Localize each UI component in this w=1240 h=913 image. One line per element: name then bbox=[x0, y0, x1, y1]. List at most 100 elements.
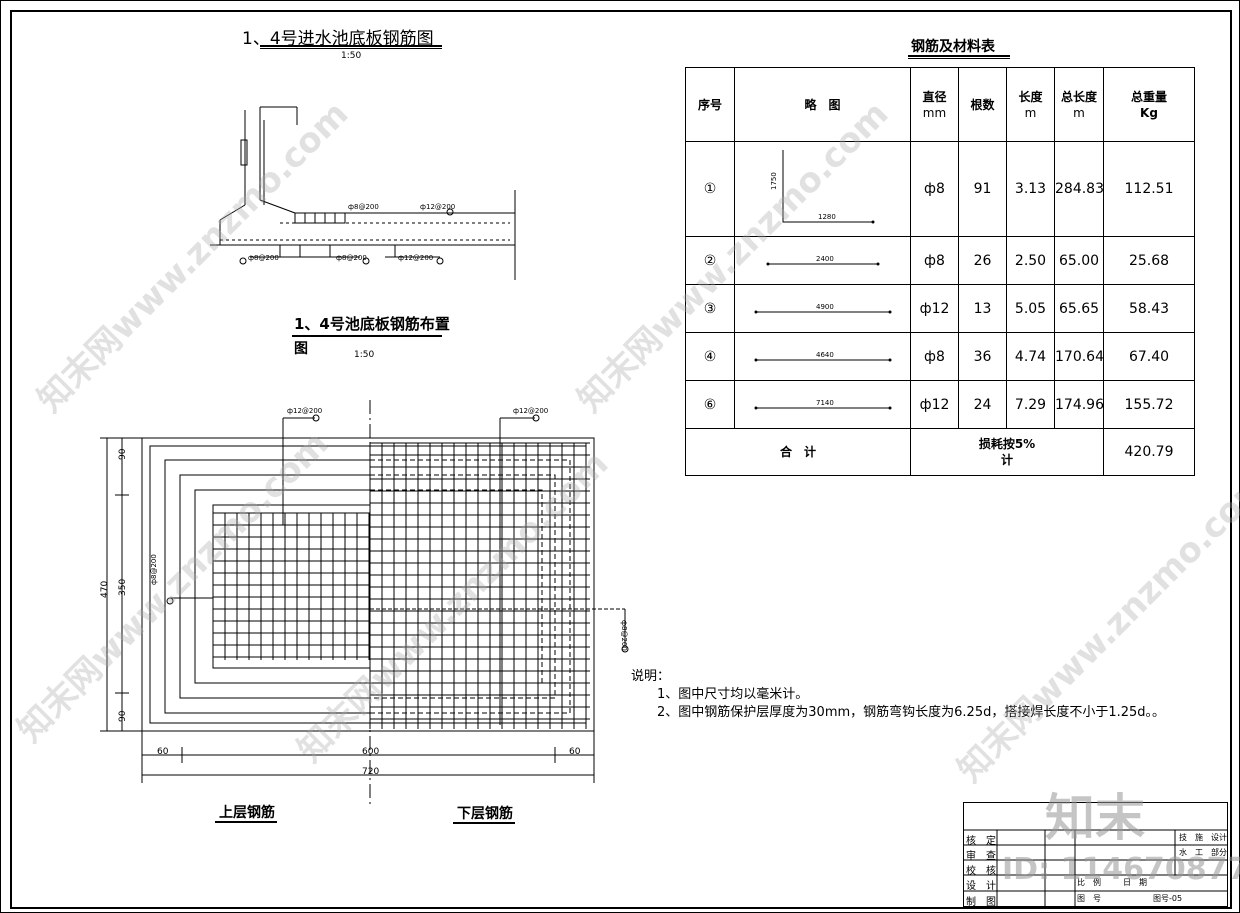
upper-rebar-mesh bbox=[212, 512, 370, 660]
sketch-l-bar: 1750 1280 bbox=[770, 150, 874, 224]
dim-600: 600 bbox=[362, 747, 380, 757]
plan-label-left: ф8@200 bbox=[150, 554, 158, 585]
row-len: 7.29 bbox=[1006, 380, 1055, 429]
header-sketch: 略 图 bbox=[734, 67, 911, 142]
row-dia: ф8 bbox=[910, 332, 959, 381]
row-total-len: 65.00 bbox=[1054, 236, 1104, 285]
upper-rebar-ring-2 bbox=[179, 474, 370, 699]
total-weight: 420.79 bbox=[1103, 428, 1195, 476]
plan-label-right: ф8@200 bbox=[620, 620, 628, 651]
notes-line-2: 2、图中钢筋保护层厚度为30mm，钢筋弯钩长度为6.25d，搭接焊长度不小于1.… bbox=[657, 705, 1166, 720]
dim-left-60: 60 bbox=[157, 747, 169, 757]
header-no: 序号 bbox=[685, 67, 735, 142]
upper-rebar-label: 上层钢筋 bbox=[219, 805, 275, 821]
row-no: ② bbox=[685, 236, 735, 285]
row-count: 13 bbox=[958, 284, 1007, 333]
section-title-underline bbox=[260, 45, 442, 47]
tb-dept: 水 工 部分 bbox=[1179, 848, 1227, 857]
svg-text:1750: 1750 bbox=[770, 172, 778, 190]
row-sketch: 4900 bbox=[734, 284, 911, 333]
plan-title-wrap: 图 bbox=[294, 341, 308, 357]
header-count: 根数 bbox=[958, 67, 1007, 142]
row-weight: 58.43 bbox=[1103, 284, 1195, 333]
section-label-bottom-a: ф8@200 bbox=[248, 254, 279, 262]
section-label-bottom-c: ф12@200 bbox=[398, 254, 434, 262]
section-title-underline-thin bbox=[260, 48, 442, 49]
top-rebar-zone bbox=[294, 212, 346, 224]
loss-note: 损耗按5%计 bbox=[910, 428, 1104, 476]
row-dia: ф8 bbox=[910, 236, 959, 285]
dim-bottom-90: 90 bbox=[118, 710, 128, 722]
sketch-straight-bar: 4900 bbox=[754, 303, 891, 313]
plan-title-underline bbox=[292, 335, 442, 337]
tb-date-label: 日 期 bbox=[1123, 878, 1147, 887]
row-total-len: 170.64 bbox=[1054, 332, 1104, 381]
notes: 说明： 1、图中尺寸均以毫米计。 2、图中钢筋保护层厚度为30mm，钢筋弯钩长度… bbox=[631, 668, 1165, 722]
tb-row-review: 审 查 bbox=[966, 851, 996, 862]
table-row: ① 1750 1280 ф8 91 3.13 284.83 112.51 bbox=[685, 141, 1195, 237]
plan-label-top-right: ф12@200 bbox=[513, 407, 549, 415]
svg-text:4640: 4640 bbox=[816, 351, 834, 359]
tb-stage: 技 施 设计 bbox=[1179, 833, 1227, 842]
lower-rebar-underline bbox=[453, 822, 515, 824]
section-label-top-right: ф12@200 bbox=[420, 203, 456, 211]
section-label-bottom-b: ф8@200 bbox=[336, 254, 367, 262]
dim-350: 350 bbox=[118, 578, 128, 596]
section-scale: 1:50 bbox=[341, 51, 362, 61]
row-len: 4.74 bbox=[1006, 332, 1055, 381]
row-count: 26 bbox=[958, 236, 1007, 285]
tb-drawing-no: 图号-05 bbox=[1153, 894, 1183, 903]
row-total-len: 65.65 bbox=[1054, 284, 1104, 333]
row-weight: 155.72 bbox=[1103, 380, 1195, 429]
row-weight: 112.51 bbox=[1103, 141, 1195, 237]
slab-outline bbox=[141, 437, 595, 732]
plan-drawing bbox=[100, 400, 629, 805]
row-no: ③ bbox=[685, 284, 735, 333]
row-weight: 67.40 bbox=[1103, 332, 1195, 381]
title-block-grid bbox=[963, 802, 1228, 907]
drawing-border bbox=[10, 10, 1232, 909]
table-row: ④ 4640 ф8 36 4.74 170.64 67.40 bbox=[685, 332, 1195, 381]
table-title-underline bbox=[908, 55, 1010, 57]
row-no: ⑥ bbox=[685, 380, 735, 429]
lower-rebar-label: 下层钢筋 bbox=[457, 806, 513, 822]
row-total-len: 284.83 bbox=[1054, 141, 1104, 237]
tb-scale-label: 比 例 bbox=[1077, 878, 1101, 887]
row-dia: ф12 bbox=[910, 380, 959, 429]
row-count: 91 bbox=[958, 141, 1007, 237]
table-row: ③ 4900 ф12 13 5.05 65.65 58.43 bbox=[685, 284, 1195, 333]
table-row: ② 2400 ф8 26 2.50 65.00 25.68 bbox=[685, 236, 1195, 285]
row-no: ④ bbox=[685, 332, 735, 381]
section-label-top-left: ф8@200 bbox=[348, 203, 379, 211]
row-len: 2.50 bbox=[1006, 236, 1055, 285]
haunch-left bbox=[219, 204, 246, 221]
title-block: 核 定 审 查 校 核 设 计 制 图 技 施 设计 水 工 部分 比 例 日 … bbox=[963, 802, 1228, 908]
table-total-row: 合 计 损耗按5%计 420.79 bbox=[685, 428, 1195, 476]
upper-rebar-ring-1 bbox=[164, 459, 370, 714]
plan-scale: 1:50 bbox=[354, 350, 375, 360]
row-dia: ф12 bbox=[910, 284, 959, 333]
dim-right-60: 60 bbox=[569, 747, 581, 757]
section-drawing bbox=[210, 106, 516, 280]
table-title-underline-thin bbox=[908, 58, 1010, 59]
lower-rebar-mesh bbox=[369, 442, 590, 729]
row-count: 36 bbox=[958, 332, 1007, 381]
row-no: ① bbox=[685, 141, 735, 237]
svg-text:4900: 4900 bbox=[816, 303, 834, 311]
plan-title: 1、4号池底板钢筋布置 bbox=[294, 315, 450, 333]
tb-row-approve: 核 定 bbox=[966, 836, 996, 847]
table-row: ⑥ 7140 ф12 24 7.29 174.96 155.72 bbox=[685, 380, 1195, 429]
dim-470: 470 bbox=[100, 580, 110, 598]
svg-text:2400: 2400 bbox=[816, 255, 834, 263]
row-sketch: 7140 bbox=[734, 380, 911, 429]
dim-720: 720 bbox=[362, 767, 380, 777]
svg-text:7140: 7140 bbox=[816, 399, 834, 407]
row-count: 24 bbox=[958, 380, 1007, 429]
tb-row-design: 设 计 bbox=[966, 881, 996, 892]
